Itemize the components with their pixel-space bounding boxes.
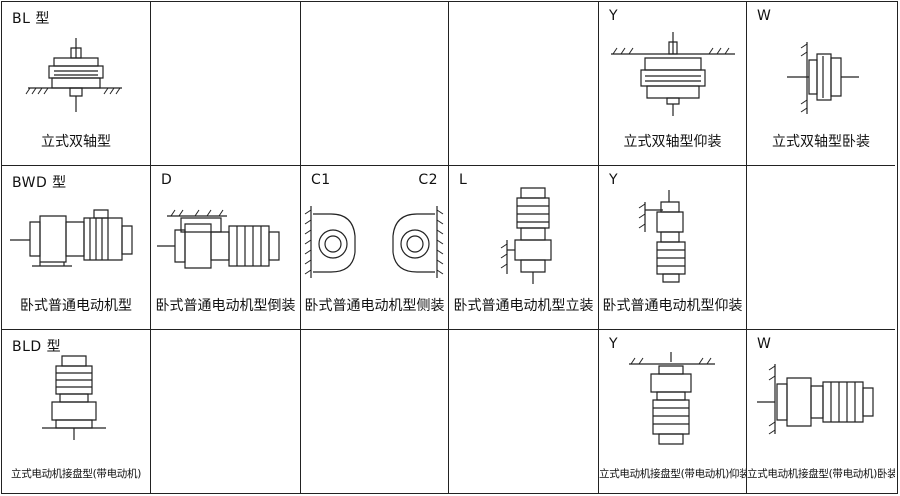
mounting-caption: 立式双轴型仰装 — [623, 134, 722, 150]
cell-r2c3: C1 C2 卧式普通电动机型侧装 — [301, 166, 449, 330]
cell-r3c6: W 立式电动机接盘型(带电动机)卧装 — [747, 330, 895, 493]
horizontal-motor-side-mount-icon — [301, 166, 448, 328]
mounting-code: Y — [609, 172, 619, 188]
cell-r2c2: D 卧式普通电动机型倒装 — [151, 166, 301, 330]
cell-r2c1: BWD 型 卧式普通电动机型 — [2, 166, 151, 330]
vertical-flange-motor-icon — [2, 330, 150, 491]
mounting-code: L — [459, 172, 468, 188]
cell-r3c3 — [301, 330, 449, 493]
mounting-code: Y — [609, 8, 619, 24]
model-code: BL 型 — [12, 11, 50, 27]
cell-r2c6 — [747, 166, 895, 330]
cell-r2c5: Y 卧式普通电动机型仰装 — [599, 166, 747, 330]
cell-r3c4 — [449, 330, 599, 493]
cell-r1c3 — [301, 2, 449, 166]
mounting-caption: 卧式普通电动机型立装 — [453, 298, 594, 314]
vertical-flange-motor-horizontal-icon — [747, 330, 894, 491]
model-code: BLD 型 — [12, 339, 62, 355]
mounting-code: D — [161, 172, 173, 188]
vertical-double-shaft-inverted-icon — [599, 2, 746, 164]
mounting-code: W — [757, 336, 772, 352]
horizontal-motor-icon — [2, 166, 150, 328]
cell-r1c2 — [151, 2, 301, 166]
cell-r1c1: BL 型 立式双轴型 — [2, 2, 151, 166]
cell-r1c5: Y 立式双轴型仰装 — [599, 2, 747, 166]
cell-r3c5: Y 立式电动机接盘型(带电动机)仰装 — [599, 330, 747, 493]
mounting-caption: 卧式普通电动机型仰装 — [602, 298, 743, 314]
cell-r1c4 — [449, 2, 599, 166]
mounting-caption: 立式电动机接盘型(带电动机)卧装 — [747, 468, 895, 480]
vertical-double-shaft-icon — [2, 2, 150, 164]
mounting-caption: 立式双轴型卧装 — [772, 134, 870, 150]
mounting-code-c2: C2 — [418, 172, 438, 188]
mounting-caption: 立式电动机接盘型(带电动机) — [11, 468, 141, 480]
horizontal-motor-inverted-icon — [151, 166, 300, 328]
vertical-flange-motor-inverted-icon — [599, 330, 746, 491]
vertical-double-shaft-horizontal-icon — [747, 2, 894, 164]
mounting-caption: 立式电动机接盘型(带电动机)仰装 — [599, 468, 747, 480]
horizontal-motor-upward-mount-icon — [599, 166, 746, 328]
mounting-caption: 卧式普通电动机型倒装 — [155, 298, 296, 314]
model-code: BWD 型 — [12, 175, 67, 191]
mounting-code: W — [757, 8, 772, 24]
mounting-code: Y — [609, 336, 619, 352]
cell-r3c2 — [151, 330, 301, 493]
cell-r1c6: W 立式双轴型卧装 — [747, 2, 895, 166]
mounting-caption: 卧式普通电动机型 — [20, 298, 132, 314]
mounting-code-c1: C1 — [311, 172, 331, 188]
mounting-caption: 立式双轴型 — [41, 134, 111, 150]
cell-r3c1: BLD 型 立式电动机接盘型(带电动机) — [2, 330, 151, 493]
cell-r2c4: L 卧式普通电动机型立装 — [449, 166, 599, 330]
horizontal-motor-vertical-mount-icon — [449, 166, 598, 328]
mounting-caption: 卧式普通电动机型侧装 — [304, 298, 445, 314]
